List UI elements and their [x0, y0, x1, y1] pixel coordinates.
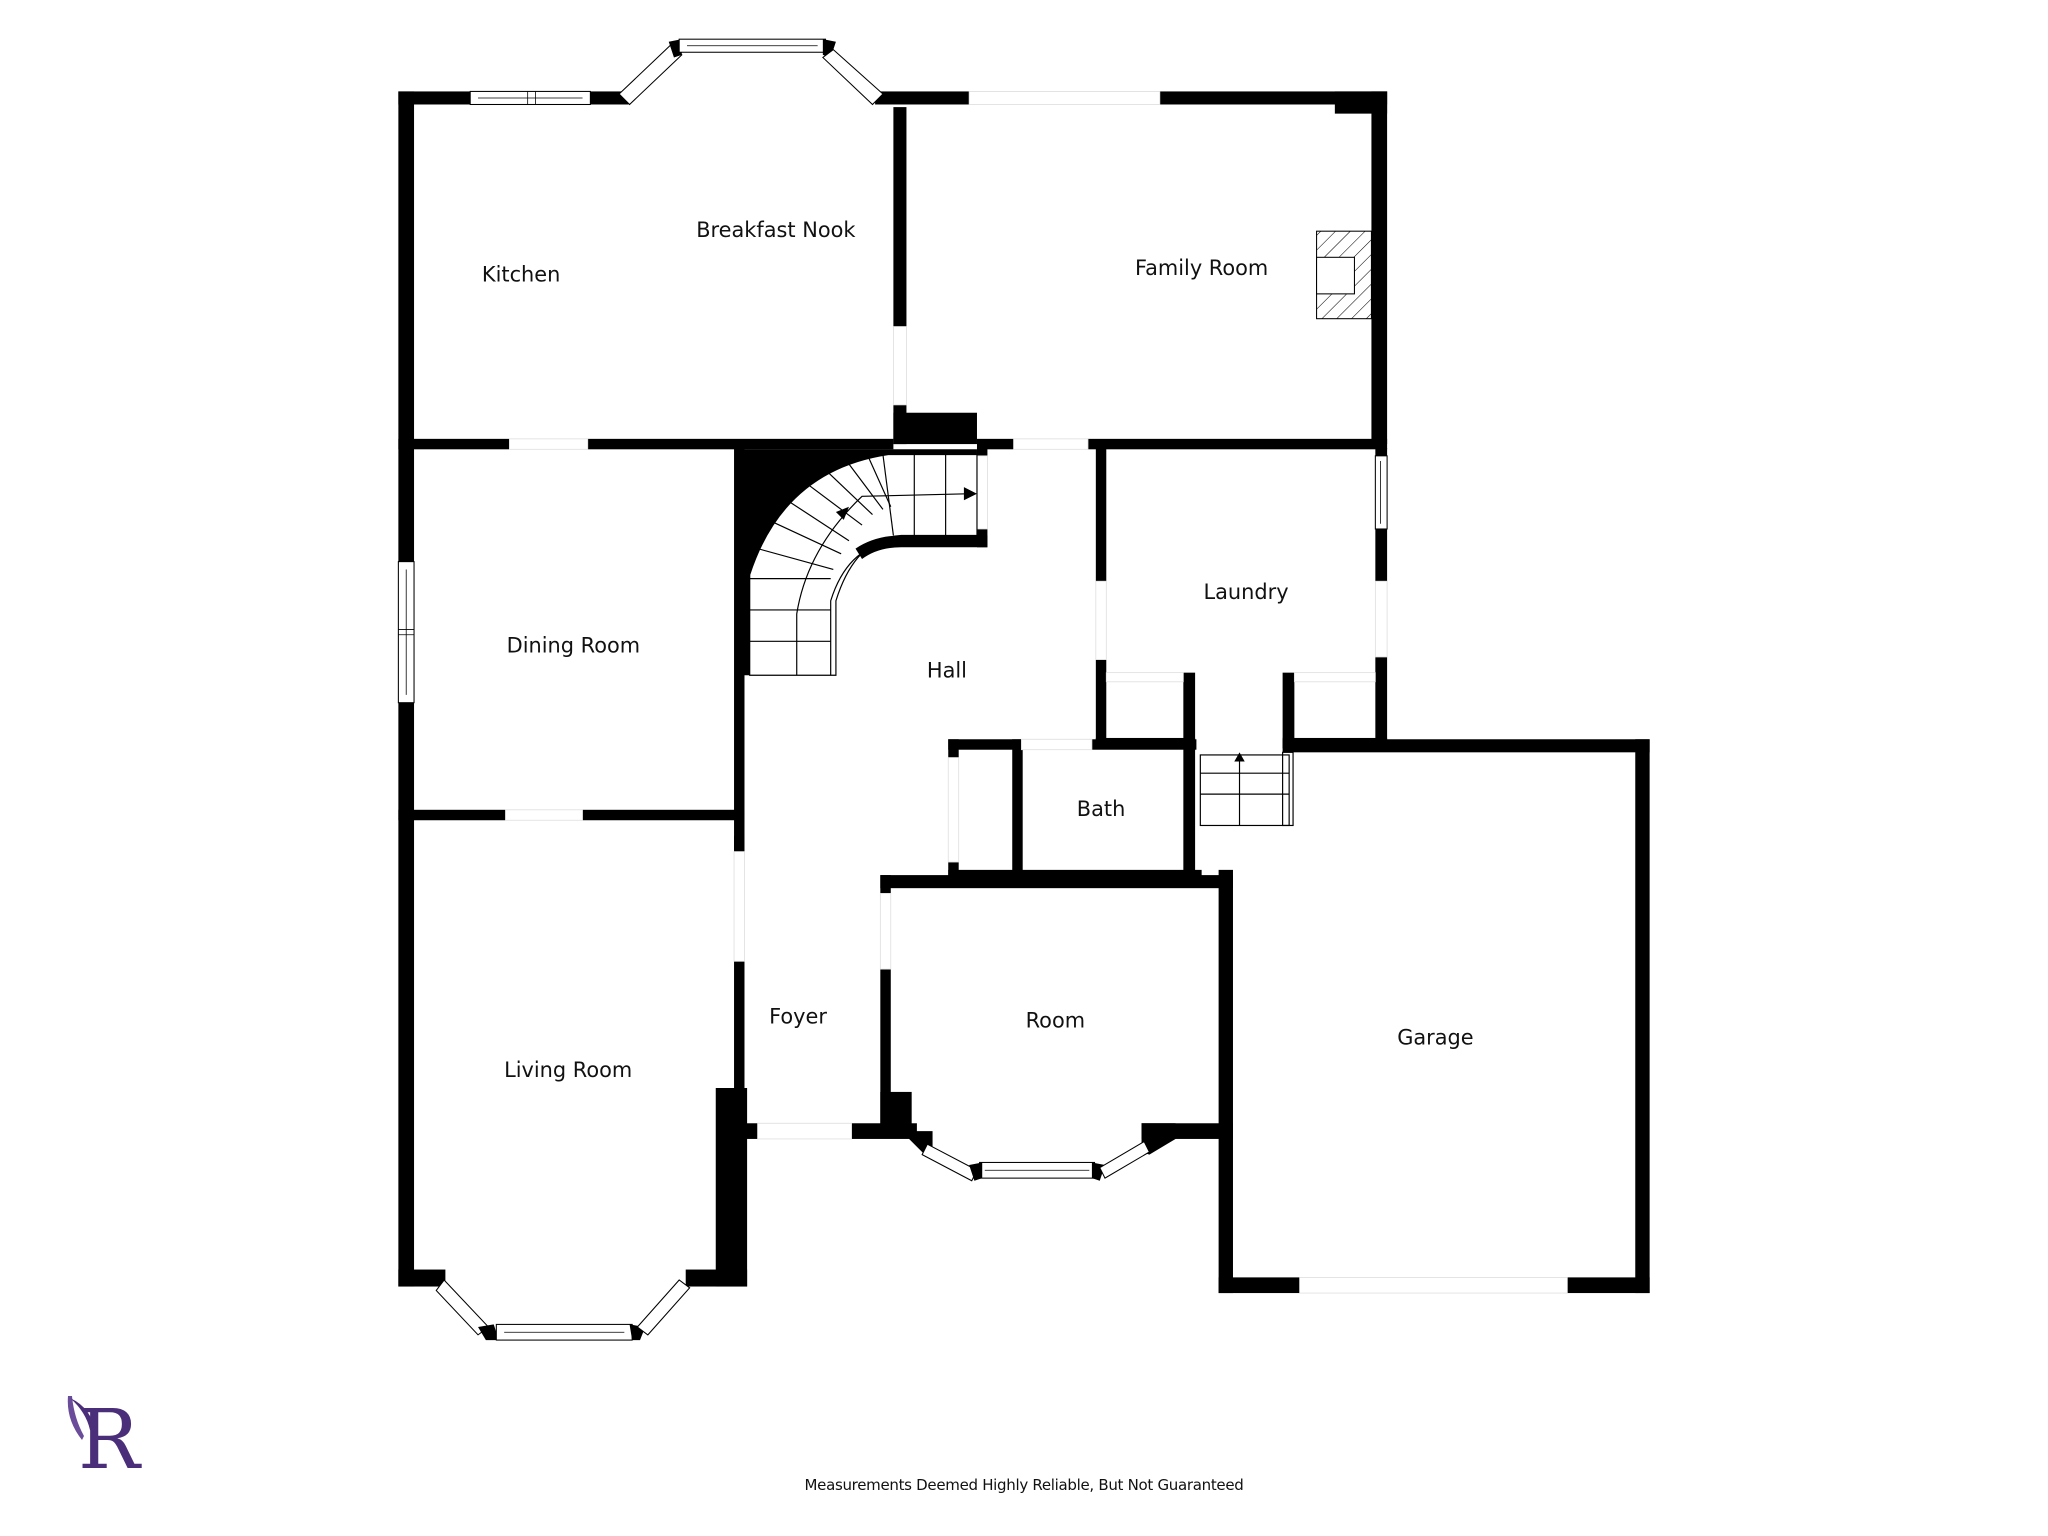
label-bath: Bath — [1077, 797, 1126, 821]
garage-staircase — [1199, 751, 1294, 827]
label-breakfast-nook: Breakfast Nook — [696, 218, 856, 242]
windows — [397, 38, 1568, 1341]
label-foyer: Foyer — [769, 1004, 827, 1028]
fireplace-icon — [1316, 230, 1372, 320]
label-family-room: Family Room — [1135, 256, 1268, 280]
stair-arrow-icon — [963, 487, 977, 501]
stair-arrow-icon — [1234, 752, 1245, 762]
disclaimer-text: Measurements Deemed Highly Reliable, But… — [804, 1476, 1244, 1494]
room-labels: Kitchen Breakfast Nook Family Room Dinin… — [482, 218, 1474, 1082]
main-staircase — [749, 453, 978, 676]
label-laundry: Laundry — [1204, 580, 1289, 604]
label-hall: Hall — [927, 658, 967, 682]
label-room: Room — [1026, 1008, 1085, 1032]
label-kitchen: Kitchen — [482, 263, 560, 287]
feather-icon — [67, 1396, 96, 1440]
walls — [398, 91, 1650, 1294]
label-living-room: Living Room — [504, 1058, 632, 1082]
label-garage: Garage — [1397, 1025, 1473, 1049]
label-dining-room: Dining Room — [507, 634, 640, 658]
brand-logo: R — [67, 1393, 142, 1474]
logo-letter: R — [78, 1393, 142, 1474]
